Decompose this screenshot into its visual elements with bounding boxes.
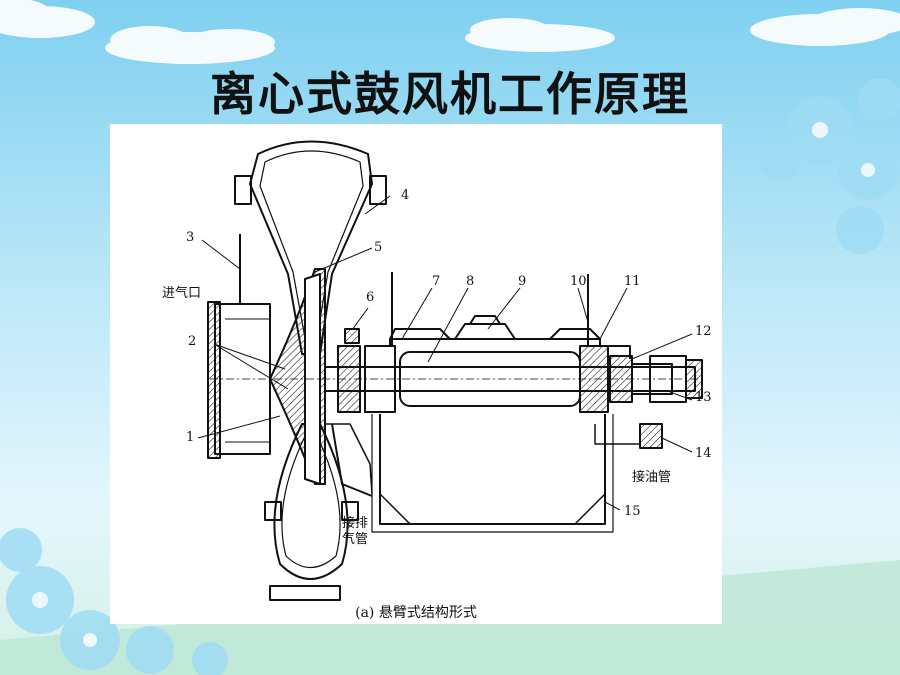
part-label-2: 2 xyxy=(188,334,197,349)
part-label-13: 13 xyxy=(695,390,712,405)
coupling xyxy=(631,363,673,395)
blower-diagram-figure: 4 5 3 进气口 6 7 8 9 10 11 12 2 13 1 14 接油管… xyxy=(110,124,722,624)
part-label-8: 8 xyxy=(466,274,475,289)
part-label-11: 11 xyxy=(624,274,641,289)
exhaust-label-line1: 接排 xyxy=(342,516,369,531)
part-label-3: 3 xyxy=(186,230,195,245)
part-label-15: 15 xyxy=(624,504,641,519)
part-label-7: 7 xyxy=(432,274,441,289)
part-label-4: 4 xyxy=(401,188,410,203)
part-label-12: 12 xyxy=(695,324,712,339)
part-label-14: 14 xyxy=(695,446,712,461)
part-label-5: 5 xyxy=(374,240,383,255)
intake-label: 进气口 xyxy=(162,286,202,301)
part-label-1: 1 xyxy=(186,430,195,445)
blower-cross-section xyxy=(197,140,703,601)
exhaust-label-line2: 气管 xyxy=(342,532,369,547)
part-label-10: 10 xyxy=(570,274,587,289)
leader-lines xyxy=(197,195,693,511)
part-label-6: 6 xyxy=(366,290,375,305)
cloud-decoration xyxy=(0,0,900,64)
base-frame xyxy=(379,414,606,525)
oil-pipe-label: 接油管 xyxy=(632,470,672,485)
part-label-9: 9 xyxy=(518,274,527,289)
slide-title: 离心式鼓风机工作原理 xyxy=(210,67,690,121)
figure-caption: (a) 悬臂式结构形式 xyxy=(355,605,477,621)
